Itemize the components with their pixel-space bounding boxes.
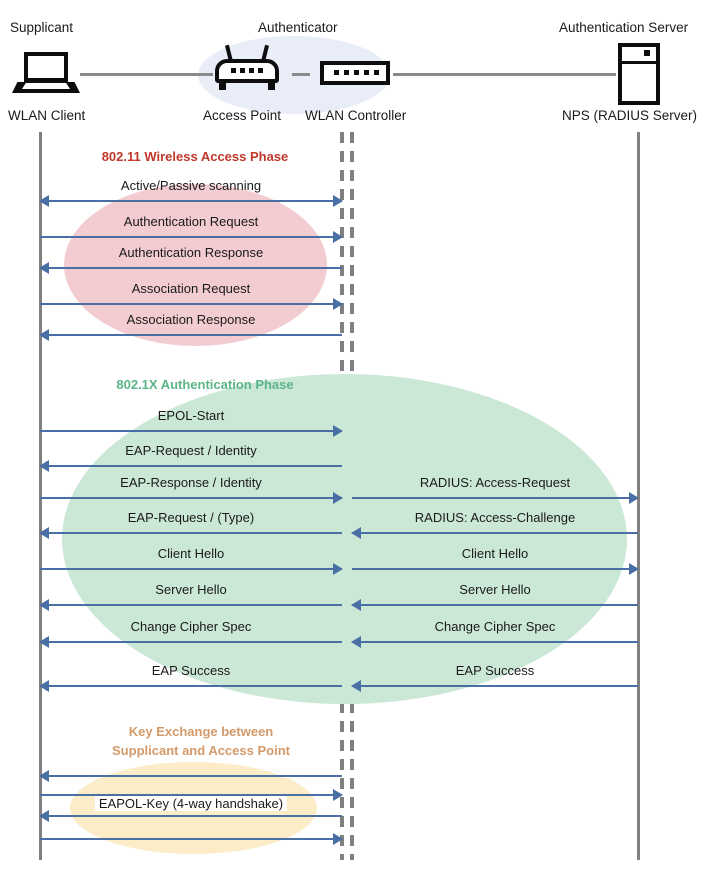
phase-ellipse-dot1x-authentication bbox=[62, 374, 627, 704]
message-label: Client Hello bbox=[157, 546, 225, 561]
device-label-access-point: Access Point bbox=[203, 108, 282, 123]
wire-client-to-ap bbox=[80, 73, 213, 76]
message-label: RADIUS: Access-Challenge bbox=[414, 510, 576, 525]
message-label: Authentication Request bbox=[123, 214, 259, 229]
message-label: Authentication Response bbox=[118, 245, 264, 260]
role-label-authenticator: Authenticator bbox=[258, 20, 338, 35]
wire-controller-to-server bbox=[393, 73, 616, 76]
message-label: EAP Success bbox=[455, 663, 535, 678]
message-label: Server Hello bbox=[155, 582, 227, 597]
phase-ellipse-wireless-access bbox=[64, 184, 327, 346]
device-label-wlan-controller: WLAN Controller bbox=[305, 108, 407, 123]
phase-title-key-exchange-line1: Key Exchange between bbox=[128, 724, 274, 739]
access-point-icon bbox=[215, 44, 279, 91]
message-label: Association Response bbox=[126, 312, 256, 327]
message-label: EAPOL-Key (4-way handshake) bbox=[94, 796, 288, 811]
laptop-icon bbox=[12, 52, 80, 93]
message-label: EAP-Response / Identity bbox=[120, 475, 262, 490]
device-label-nps-radius-server: NPS (RADIUS Server) bbox=[562, 108, 698, 123]
server-icon bbox=[618, 43, 660, 105]
message-label: EAP Success bbox=[151, 663, 231, 678]
wire-ap-to-controller bbox=[292, 73, 310, 76]
message-label: RADIUS: Access-Request bbox=[419, 475, 571, 490]
message-label: EAP-Request / Identity bbox=[125, 443, 257, 458]
role-label-authentication-server: Authentication Server bbox=[559, 20, 689, 35]
phase-title-dot1x-authentication: 802.1X Authentication Phase bbox=[116, 377, 294, 392]
device-label-wlan-client: WLAN Client bbox=[8, 108, 86, 123]
message-label: Change Cipher Spec bbox=[130, 619, 252, 634]
wlan-controller-icon bbox=[320, 61, 390, 85]
message-label: Association Request bbox=[131, 281, 251, 296]
message-label: Change Cipher Spec bbox=[434, 619, 556, 634]
phase-title-wireless-access: 802.11 Wireless Access Phase bbox=[101, 149, 289, 164]
phase-title-key-exchange-line2: Supplicant and Access Point bbox=[112, 743, 290, 758]
message-label: Active/Passive scanning bbox=[120, 178, 262, 193]
phase-title-key-exchange: Key Exchange between Supplicant and Acce… bbox=[66, 722, 336, 760]
message-label: EPOL-Start bbox=[157, 408, 225, 423]
message-label: EAP-Request / (Type) bbox=[127, 510, 255, 525]
lifeline-supplicant bbox=[39, 132, 42, 860]
message-label: Client Hello bbox=[461, 546, 529, 561]
message-label: Server Hello bbox=[459, 582, 531, 597]
role-label-supplicant: Supplicant bbox=[10, 20, 74, 35]
